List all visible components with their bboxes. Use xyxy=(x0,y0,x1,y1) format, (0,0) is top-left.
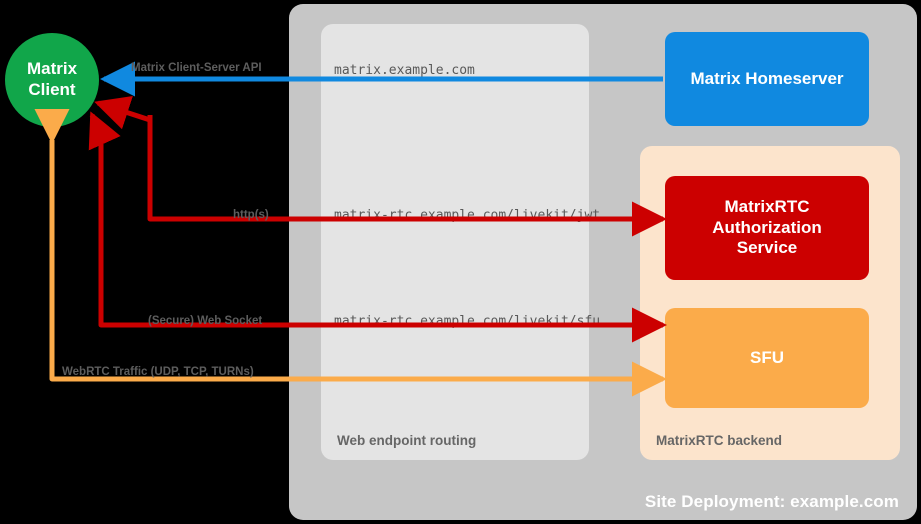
auth-service-label-line3: Service xyxy=(736,238,798,258)
matrix-homeserver-label: Matrix Homeserver xyxy=(690,68,844,88)
node-matrix-client[interactable]: Matrix Client xyxy=(5,33,99,127)
auth-service-label-line1: MatrixRTC xyxy=(724,197,810,217)
node-matrixrtc-authorization-service[interactable]: MatrixRTC Authorization Service xyxy=(665,176,869,280)
site-deployment-label: Site Deployment: example.com xyxy=(644,492,899,511)
flow-label-http-s: http(s) xyxy=(233,209,269,221)
endpoint-matrix-example-com: matrix.example.com xyxy=(334,63,475,78)
sfu-label: SFU xyxy=(750,347,784,367)
web-endpoint-routing-container: Web endpoint routing xyxy=(321,24,589,460)
flow-label-secure-web-socket: (Secure) Web Socket xyxy=(148,315,263,327)
web-endpoint-routing-label: Web endpoint routing xyxy=(337,433,477,448)
auth-service-label-line2: Authorization xyxy=(712,217,822,237)
matrix-client-label-line1: Matrix xyxy=(26,59,78,79)
node-matrix-homeserver[interactable]: Matrix Homeserver xyxy=(665,32,869,126)
matrix-client-label-line2: Client xyxy=(28,80,76,99)
endpoint-livekit-jwt: matrix-rtc.example.com/livekit/jwt xyxy=(334,208,601,223)
endpoint-livekit-sfu: matrix-rtc.example.com/livekit/sfu xyxy=(334,314,601,329)
node-sfu[interactable]: SFU xyxy=(665,308,869,408)
flow-label-matrix-client-server-api: Matrix Client-Server API xyxy=(131,62,262,74)
flow-label-webrtc-traffic: WebRTC Traffic (UDP, TCP, TURNs) xyxy=(62,366,254,378)
matrixrtc-backend-label: MatrixRTC backend xyxy=(656,433,783,448)
